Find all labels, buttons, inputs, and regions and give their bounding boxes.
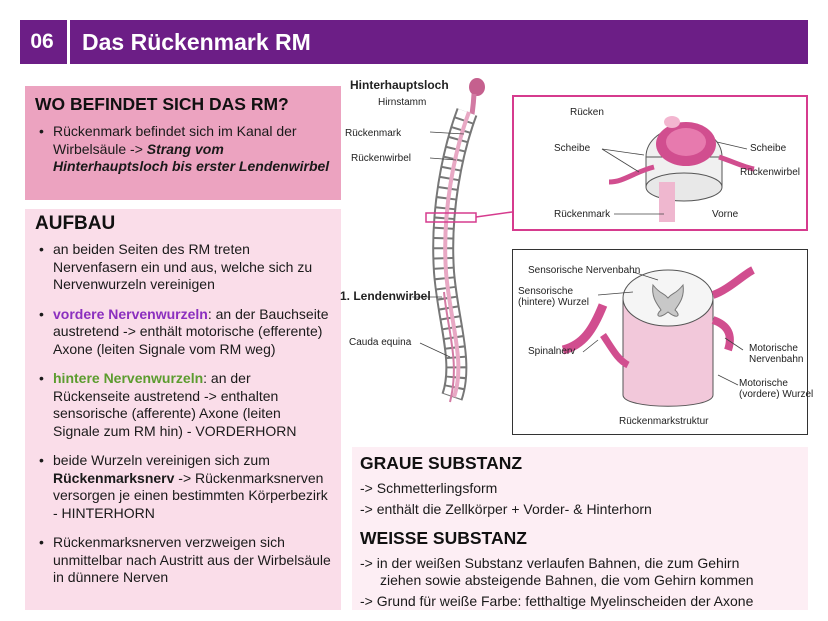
label-vertebra: Rückenwirbel <box>740 167 801 178</box>
label-rueckenmark: Rückenmark <box>345 128 402 139</box>
label-vorne: Vorne <box>712 209 739 220</box>
aufbau-item-2: : an der Bauchseite austretend -> enthäl… <box>53 305 329 357</box>
label-scheibe-right: Scheibe <box>750 143 787 154</box>
list-item: Rückenmarksnerven verzweigen sich unmitt… <box>35 534 331 587</box>
page-header: 06 Das Rückenmark RM <box>20 20 808 64</box>
label-lendenwirbel: 1. Lendenwirbel <box>340 289 431 303</box>
location-list: Rückenmark befindet sich im Kanal der Wi… <box>35 123 331 176</box>
label-motor-tract-2: Nervenbahn <box>749 354 804 365</box>
label-motor-root-1: Motorische <box>739 378 788 389</box>
aufbau-heading: AUFBAU <box>35 213 116 234</box>
grey-matter-heading: GRAUE SUBSTANZ <box>360 453 523 473</box>
location-emphasis: Strang vom Hinterhauptsloch bis erster L… <box>53 140 330 175</box>
aufbau-item-5: Rückenmarksnerven verzweigen sich unmitt… <box>53 534 331 585</box>
list-item: hintere Nervenwurzeln: an der Rückenseit… <box>35 370 331 440</box>
aufbau-box: AUFBAU an beiden Seiten des RM treten Ne… <box>25 209 341 610</box>
spine-drawing <box>412 78 513 403</box>
vertebra-detail: Rücken Scheibe Scheibe Rückenwirbel Rück… <box>512 95 808 231</box>
label-spinal-cord: Rückenmark <box>554 209 611 220</box>
header-divider <box>67 20 70 64</box>
label-motor-root-2: (vordere) Wurzel <box>739 389 814 400</box>
label-rueckenwirbel: Rückenwirbel <box>351 153 412 164</box>
aufbau-item-4-pre: beide Wurzeln vereinigen sich zum <box>53 452 270 468</box>
label-spinal-nerve: Spinalnerv <box>528 346 576 357</box>
label-sensory-root-2: (hintere) Wurzel <box>518 297 589 308</box>
section-number: 06 <box>30 30 54 53</box>
location-box: WO BEFINDET SICH DAS RM? Rückenmark befi… <box>25 86 341 200</box>
spinal-cord-drawing <box>561 266 755 407</box>
ventral-root-term: vordere Nervenwurzeln <box>53 305 208 322</box>
aufbau-item-4: -> Rückenmarksnerven versorgen je einen … <box>53 469 328 521</box>
list-item: beide Wurzeln vereinigen sich zum Rücken… <box>35 452 331 522</box>
label-sensory-root-1: Sensorische <box>518 286 574 297</box>
grey-matter-point-1: -> Schmetterlingsform <box>360 480 498 496</box>
location-heading: WO BEFINDET SICH DAS RM? <box>35 94 289 114</box>
spine-illustration: Hinterhauptsloch Hirnstamm Rückenmark Rü… <box>340 72 513 420</box>
aufbau-list: an beiden Seiten des RM treten Nervenfas… <box>35 241 331 587</box>
aufbau-item-1: an beiden Seiten des RM treten Nervenfas… <box>53 241 313 292</box>
white-matter-point-1a: -> in der weißen Substanz verlaufen Bahn… <box>360 555 740 571</box>
label-motor-tract-1: Motorische <box>749 343 798 354</box>
page-title: Das Rückenmark RM <box>82 29 311 55</box>
list-item: an beiden Seiten des RM treten Nervenfas… <box>35 241 331 294</box>
label-hirnstamm: Hirnstamm <box>378 97 427 108</box>
white-matter-heading: WEISSE SUBSTANZ <box>360 528 527 548</box>
spinal-nerve-term: Rückenmarksnerv <box>53 469 175 486</box>
dorsal-root-term: hintere Nervenwurzeln <box>53 370 204 386</box>
vertebra-drawing <box>601 116 755 222</box>
label-scheibe-left: Scheibe <box>554 143 591 154</box>
label-cauda-equina: Cauda equina <box>349 337 412 348</box>
white-matter-point-2: -> Grund für weiße Farbe: fetthaltige My… <box>360 593 754 609</box>
label-cord-structure: Rückenmarkstruktur <box>619 416 709 427</box>
location-text: Rückenmark befindet sich im Kanal der Wi… <box>53 123 297 157</box>
label-ruecken: Rücken <box>570 107 604 118</box>
list-item: Rückenmark befindet sich im Kanal der Wi… <box>35 123 331 176</box>
spinal-cord-detail: Sensorische Nervenbahn Sensorische (hint… <box>512 249 813 435</box>
list-item: vordere Nervenwurzeln: an der Bauchseite… <box>35 306 331 359</box>
label-hinterhauptsloch: Hinterhauptsloch <box>350 78 449 92</box>
grey-matter-point-2: -> enthält die Zellkörper + Vorder- & Hi… <box>360 501 652 517</box>
white-matter-point-1b: ziehen sowie absteigende Bahnen, die vom… <box>380 572 754 588</box>
substance-box: GRAUE SUBSTANZ -> Schmetterlingsform -> … <box>352 447 808 610</box>
aufbau-item-3: : an der Rückenseite austretend -> entha… <box>53 370 297 439</box>
label-sensory-tract: Sensorische Nervenbahn <box>528 265 641 276</box>
